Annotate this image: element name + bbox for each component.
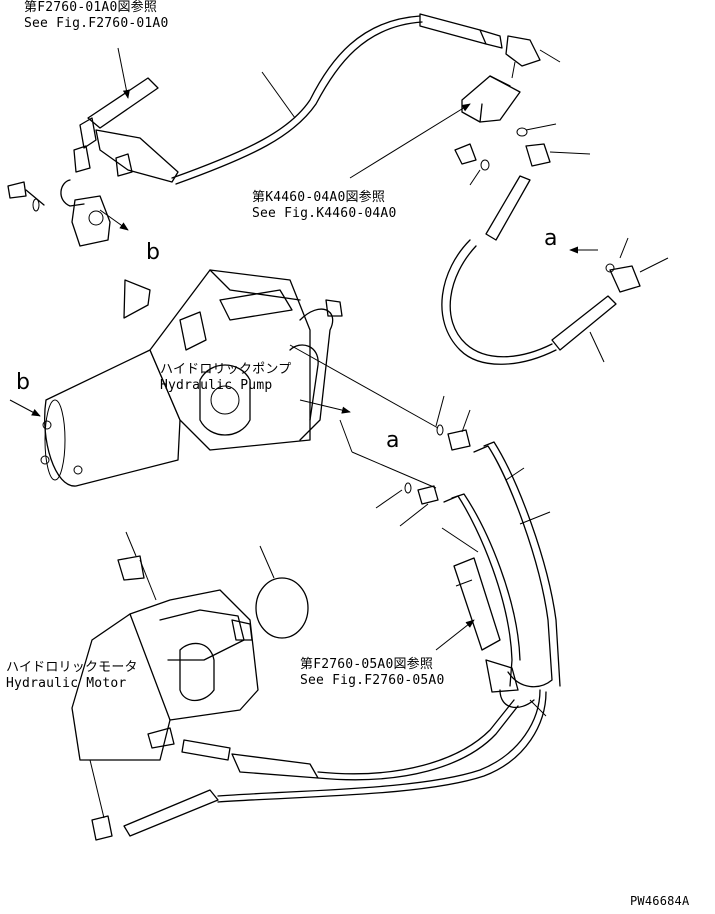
lower-hoses [217, 689, 547, 803]
label-hydraulic-pump-jp: ハイドロリックポンプ [160, 362, 292, 377]
right-hose-loop [441, 175, 669, 365]
ref-k4460-04a0-jp: 第K4460-04A0図参照 [252, 190, 386, 205]
label-hydraulic-motor-jp: ハイドロリックモータ [6, 660, 138, 675]
top-hose [171, 13, 561, 185]
arrow-to-a-mid [299, 399, 351, 414]
label-hydraulic-pump-en: Hydraulic Pump [160, 378, 273, 393]
marker-b-top: b [146, 240, 160, 265]
ref-k4460-04a0-en: See Fig.K4460-04A0 [252, 206, 397, 221]
hydraulic-motor [71, 531, 319, 841]
arrow-to-b-top [99, 209, 129, 231]
marker-a-top: a [544, 226, 558, 251]
relief-block [349, 75, 591, 186]
o-ring [255, 577, 309, 639]
marker-a-mid: a [386, 428, 400, 453]
leader-f2760-05a0 [435, 619, 475, 651]
hydraulic-pump [9, 269, 439, 489]
leader-k4460-04a0 [349, 103, 471, 179]
ref-f2760-05a0-jp: 第F2760-05A0図参照 [300, 657, 434, 672]
arrow-to-b-left [9, 399, 41, 417]
ref-f2760-01a0-en: See Fig.F2760-01A0 [24, 16, 169, 31]
ref-f2760-01a0-jp: 第F2760-01A0図参照 [24, 0, 158, 15]
top-left-valve-assembly [7, 47, 179, 247]
marker-b-left: b [16, 370, 30, 395]
leader-f2760-01a0 [117, 47, 130, 99]
pump-hoses [375, 395, 561, 717]
drawing-number: PW46684A [630, 894, 690, 908]
label-hydraulic-motor-en: Hydraulic Motor [6, 676, 127, 691]
ref-f2760-05a0-en: See Fig.F2760-05A0 [300, 673, 445, 688]
